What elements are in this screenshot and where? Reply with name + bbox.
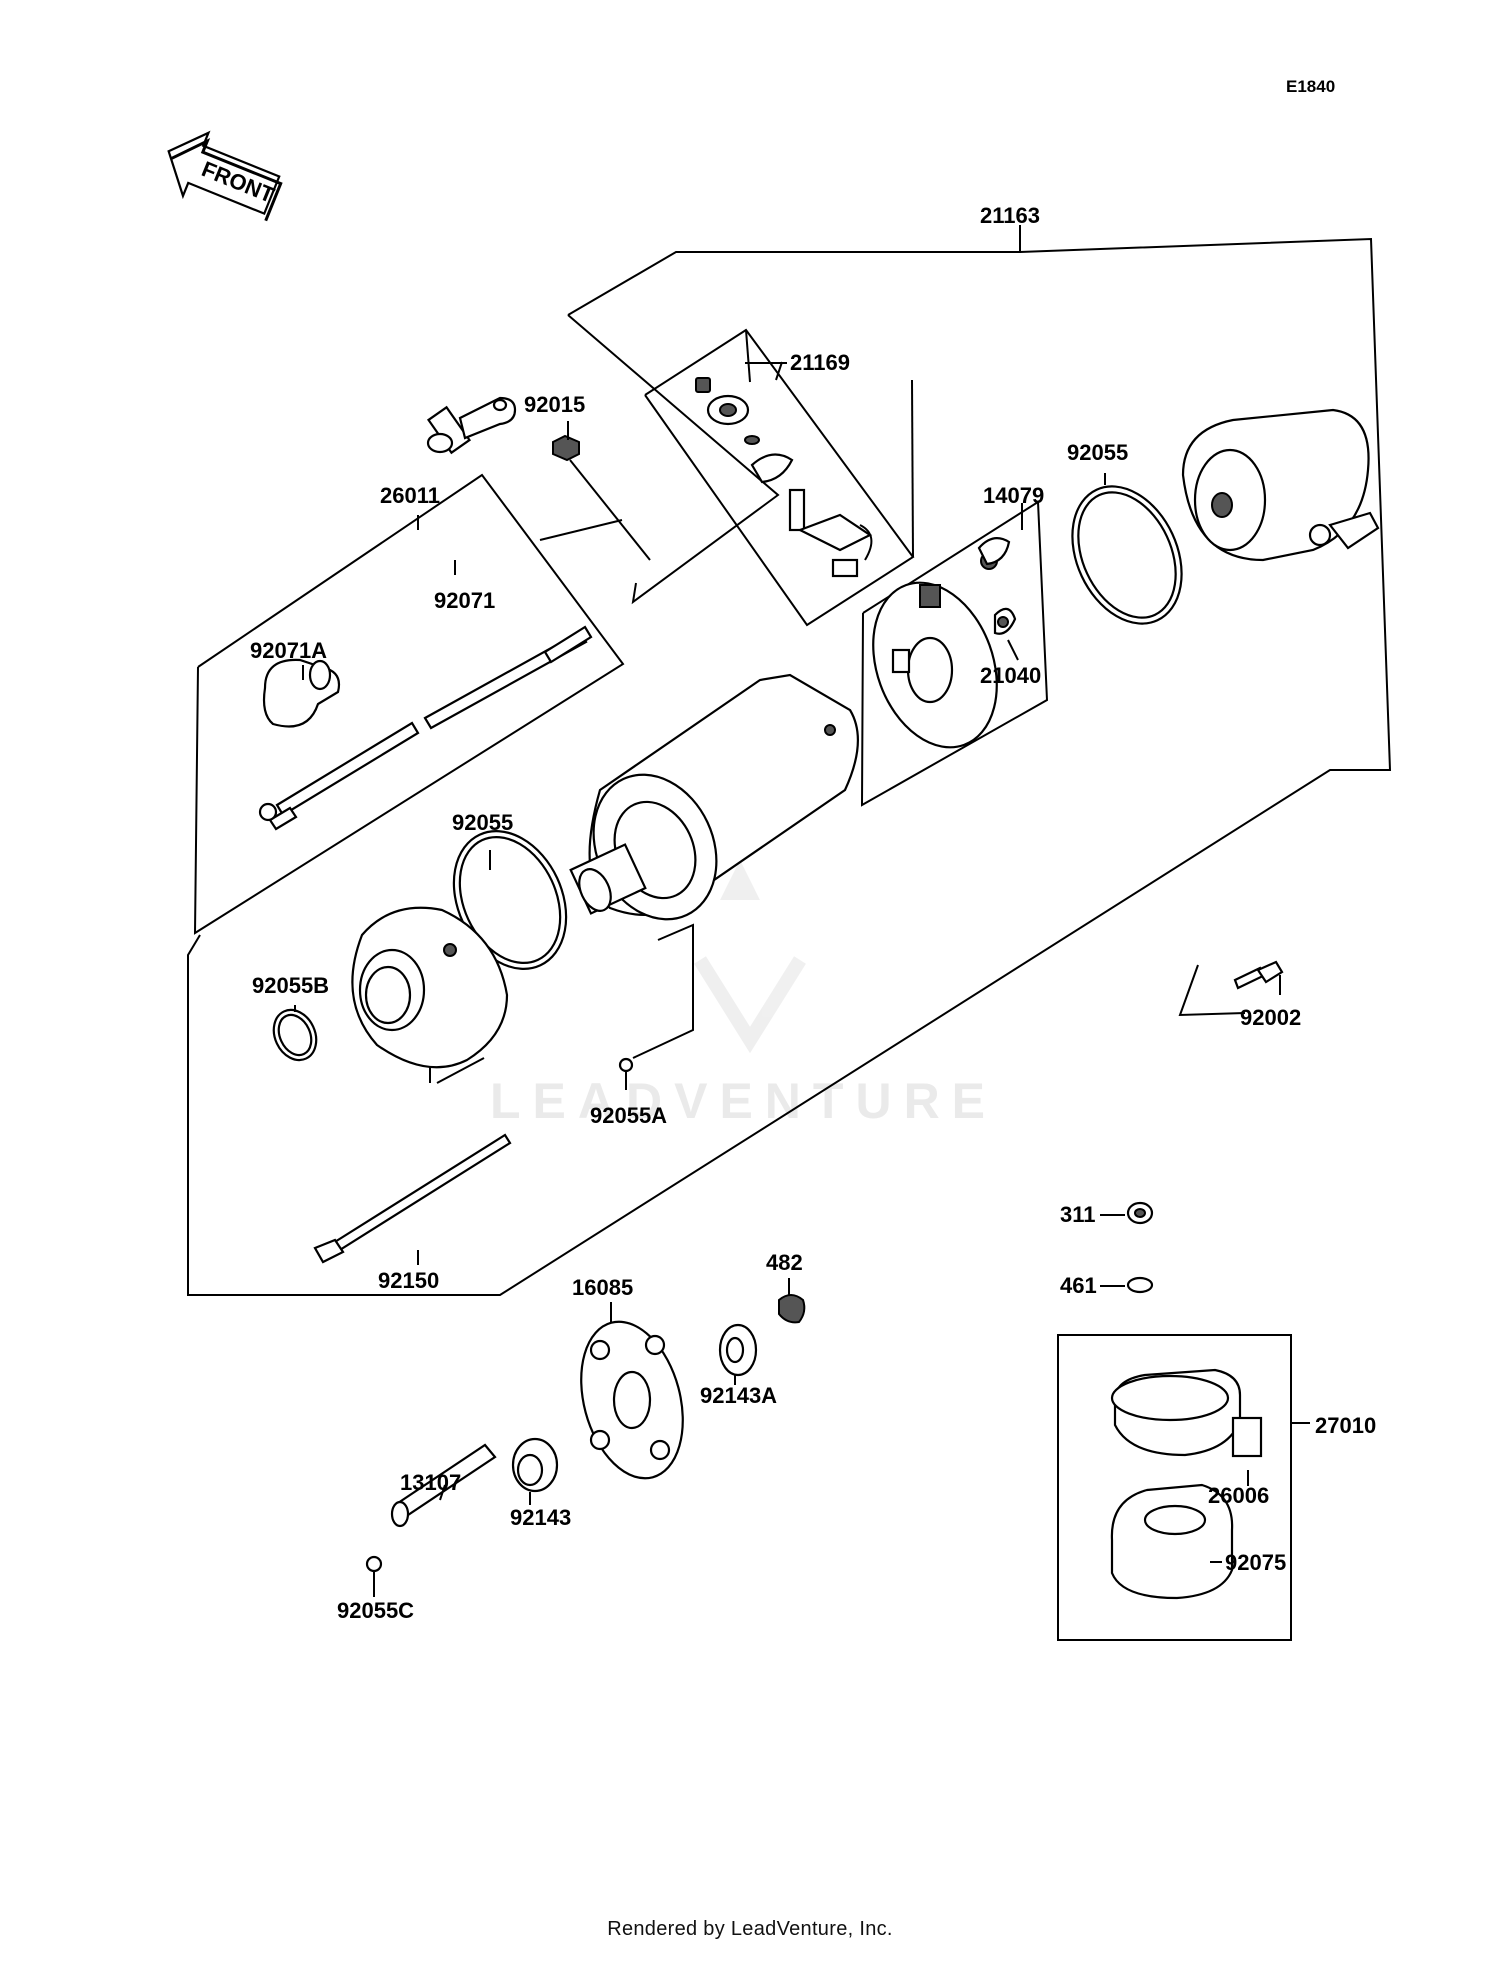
part-label[interactable]: 92143 — [510, 1505, 571, 1530]
part-label[interactable]: 92071 — [434, 588, 495, 613]
part-92150-drawing — [313, 1133, 512, 1264]
leader-lines — [294, 362, 1310, 1597]
part-label[interactable]: 21040 — [980, 663, 1041, 688]
brush-plate-drawing — [872, 537, 1017, 749]
part-label[interactable]: 14079 — [983, 483, 1044, 508]
part-label[interactable]: 92055C — [337, 1598, 414, 1623]
part-label[interactable]: 92055 — [1067, 440, 1128, 465]
part-label[interactable]: 92055B — [252, 973, 329, 998]
part-label[interactable]: 92015 — [524, 392, 585, 417]
part-label[interactable]: 21163 — [980, 203, 1040, 228]
diagram-code: E1840 — [1286, 77, 1335, 96]
part-label[interactable]: 482 — [766, 1250, 803, 1275]
part-92002-drawing — [1233, 960, 1284, 990]
watermark-text: LEADVENTURE — [490, 1073, 997, 1129]
part-label[interactable]: 92143A — [700, 1383, 777, 1408]
part-label[interactable]: 311 — [1060, 1202, 1096, 1227]
part-labels: 21163 21169 92015 26011 92071 92071A 920… — [250, 203, 1376, 1623]
part-92071-drawing — [426, 396, 517, 455]
leadventure-watermark: LEADVENTURE — [490, 860, 997, 1129]
part-label[interactable]: 26011 — [380, 483, 440, 508]
part-21169-drawing — [695, 377, 873, 578]
part-label[interactable]: 92075 — [1225, 1550, 1286, 1575]
part-label[interactable]: 16085 — [572, 1275, 633, 1300]
part-label[interactable]: 21169 — [790, 350, 850, 375]
part-label[interactable]: 92002 — [1240, 1005, 1301, 1030]
yoke-drawing — [569, 673, 859, 921]
nut-washer-drawings — [1126, 1201, 1154, 1294]
o-ring-drawings — [272, 485, 1183, 1573]
wire-lead-drawing — [258, 625, 593, 831]
front-arrow-icon: FRONT — [167, 130, 283, 222]
end-cover-drawing — [1181, 408, 1380, 562]
part-92071a-drawing — [262, 658, 341, 728]
relay-drawings — [1110, 1368, 1263, 1600]
part-label[interactable]: 92071A — [250, 638, 327, 663]
assembly-outline — [187, 225, 1392, 1641]
part-label[interactable]: 92055 — [452, 810, 513, 835]
part-label[interactable]: 13107 — [400, 1470, 461, 1495]
part-label[interactable]: 27010 — [1315, 1413, 1376, 1438]
part-92015-drawing — [552, 434, 651, 561]
front-cover-drawing — [351, 906, 509, 1069]
part-label[interactable]: 461 — [1060, 1273, 1097, 1298]
part-label[interactable]: 26006 — [1208, 1483, 1269, 1508]
part-label[interactable]: 92150 — [378, 1268, 439, 1293]
footer-credit: Rendered by LeadVenture, Inc. — [607, 1918, 893, 1940]
gear-shaft-drawings — [390, 1294, 806, 1528]
part-label[interactable]: 92055A — [590, 1103, 667, 1128]
